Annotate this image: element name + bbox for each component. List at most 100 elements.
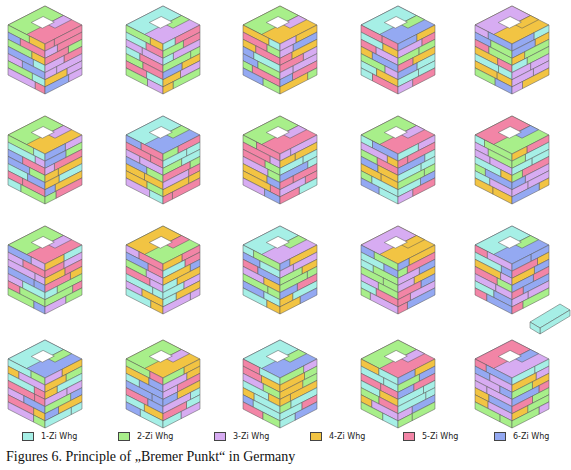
floor-unit xyxy=(361,288,370,300)
floor-unit xyxy=(373,74,399,94)
floor-unit xyxy=(126,178,150,197)
legend-swatch xyxy=(22,432,34,441)
floor-unit xyxy=(407,288,435,309)
floor-unit xyxy=(361,402,383,420)
floor-unit xyxy=(66,288,82,303)
floor-unit xyxy=(280,187,299,204)
stair-core xyxy=(498,17,521,29)
floor-unit xyxy=(475,402,500,422)
legend-item: 5-Zi Whg xyxy=(403,432,458,441)
legend-item: 3-Zi Whg xyxy=(214,432,269,441)
floor-unit xyxy=(361,178,379,194)
floor-unit xyxy=(512,183,539,204)
floor-unit xyxy=(243,68,263,86)
stair-core xyxy=(266,350,289,362)
floor-unit xyxy=(243,288,267,307)
stair-core xyxy=(149,236,172,248)
floor-unit xyxy=(413,178,435,197)
stair-core xyxy=(384,17,407,29)
floor-unit xyxy=(487,294,512,314)
stair-core xyxy=(498,127,521,139)
floor-unit xyxy=(8,178,21,192)
floor-unit xyxy=(413,68,435,87)
stair-core xyxy=(384,236,407,248)
floor-unit xyxy=(267,300,280,314)
stair-core xyxy=(31,350,54,362)
stair-core xyxy=(266,236,289,248)
floor-unit xyxy=(173,68,200,89)
stair-core xyxy=(384,350,407,362)
floor-unit xyxy=(412,402,435,421)
stair-core xyxy=(149,17,172,29)
legend-swatch xyxy=(494,432,506,441)
annex-slab xyxy=(540,310,570,334)
annex-slab xyxy=(530,322,540,334)
floor-unit xyxy=(140,409,163,428)
floor-unit xyxy=(383,413,398,428)
stair-core xyxy=(31,236,54,248)
legend-item: 1-Zi Whg xyxy=(22,432,77,441)
stair-core xyxy=(149,350,172,362)
floor-unit xyxy=(34,301,45,314)
floor-unit xyxy=(148,79,164,94)
floor-unit xyxy=(35,82,45,94)
floor-unit xyxy=(280,413,295,428)
floor-unit xyxy=(370,293,398,314)
floor-unit xyxy=(8,288,34,308)
legend-item: 2-Zi Whg xyxy=(118,432,173,441)
floor-unit xyxy=(8,402,34,422)
floor-unit xyxy=(398,414,412,428)
floor-unit xyxy=(475,178,493,194)
floor-unit xyxy=(263,412,280,428)
floor-unit xyxy=(126,68,148,86)
floor-unit xyxy=(299,178,317,194)
floor-unit xyxy=(163,192,172,204)
floor-unit xyxy=(126,402,140,417)
floor-unit xyxy=(163,293,190,314)
floor-unit xyxy=(56,178,82,199)
floor-unit xyxy=(21,185,45,205)
floor-unit xyxy=(539,402,549,414)
floor-unit xyxy=(512,82,523,95)
stair-core xyxy=(266,17,289,29)
stair-core xyxy=(31,17,54,29)
legend-label: 2-Zi Whg xyxy=(137,432,173,441)
floor-unit xyxy=(493,187,512,204)
floor-unit xyxy=(361,68,373,81)
stair-core xyxy=(31,127,54,139)
legend-swatch xyxy=(118,432,130,441)
floor-unit xyxy=(163,82,173,94)
stair-core xyxy=(149,127,172,139)
figure-caption: Figures 6. Principle of „Bremer Punkt“ i… xyxy=(6,449,295,465)
legend-label: 3-Zi Whg xyxy=(233,432,269,441)
floor-unit xyxy=(523,288,549,309)
floor-unit xyxy=(71,402,82,415)
legend-swatch xyxy=(310,432,322,441)
floor-unit xyxy=(280,73,308,94)
legend-item: 4-Zi Whg xyxy=(310,432,365,441)
floor-unit xyxy=(398,189,413,204)
floor-unit xyxy=(263,78,280,94)
floor-unit xyxy=(523,68,550,89)
floor-unit xyxy=(151,301,163,314)
floor-unit xyxy=(475,288,487,301)
floor-unit xyxy=(295,402,317,420)
stair-core xyxy=(498,236,521,248)
floor-unit xyxy=(495,78,512,94)
floor-unit xyxy=(243,178,265,196)
floor-unit xyxy=(69,68,82,82)
floor-unit xyxy=(500,415,512,428)
floor-unit xyxy=(181,402,200,419)
legend-item: 6-Zi Whg xyxy=(494,432,549,441)
floor-unit xyxy=(45,191,56,204)
floor-unit xyxy=(398,302,407,314)
stair-core xyxy=(266,127,289,139)
floor-unit xyxy=(34,415,45,428)
floor-unit xyxy=(45,407,71,428)
stair-core xyxy=(498,350,521,362)
stair-core xyxy=(384,127,407,139)
floor-unit xyxy=(190,288,200,300)
legend-swatch xyxy=(214,432,226,441)
floor-unit xyxy=(45,75,69,94)
